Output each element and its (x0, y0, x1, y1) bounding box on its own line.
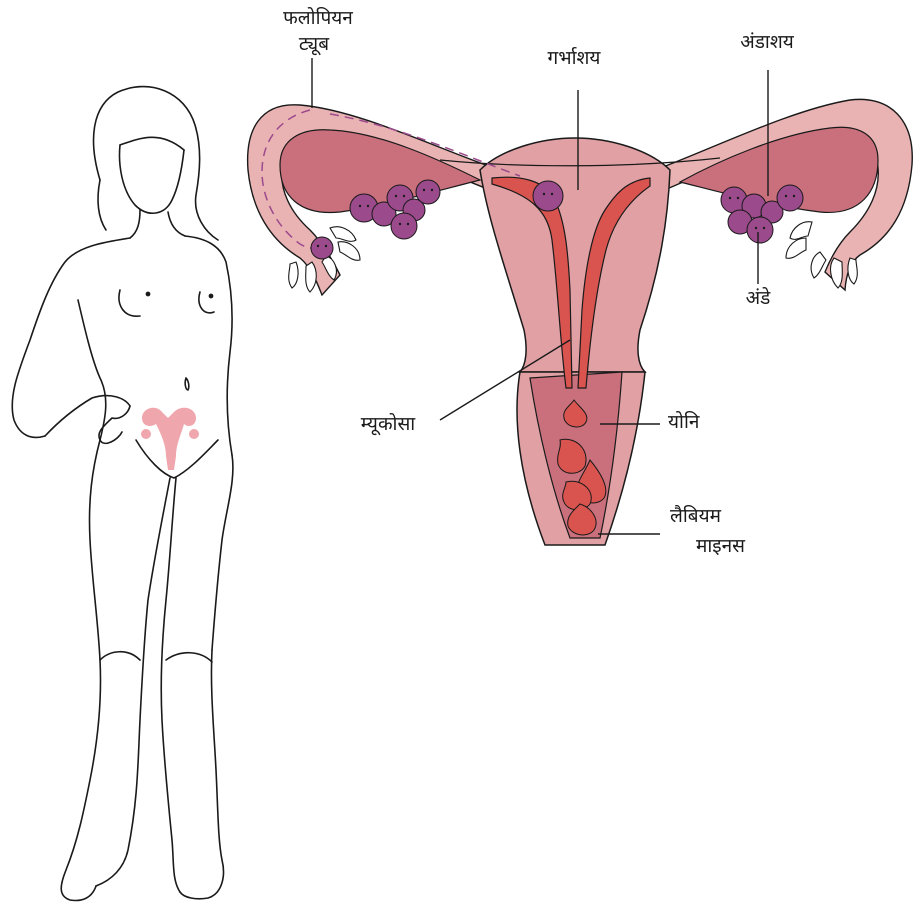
left-ovary-cavity (280, 130, 480, 213)
egg (777, 185, 803, 211)
neck-right (168, 212, 185, 236)
label-labia-minus-line1: लैबियम (670, 504, 722, 527)
label-mucosa: म्यूकोसा (361, 412, 417, 436)
egg-in-tube (533, 181, 563, 211)
label-vagina: योनि (668, 410, 700, 433)
hair-left-strand (98, 180, 106, 230)
label-labia-minus-line2: माइनस (696, 535, 746, 557)
left-arm-inner (45, 396, 130, 436)
egg (416, 180, 440, 204)
label-fallopian-tube-line2: ट्यूब (299, 33, 330, 56)
face-outline (120, 145, 184, 213)
label-uterus: गर्भाशय (548, 46, 602, 69)
hip-right (212, 455, 233, 650)
hair-outline (94, 87, 218, 240)
torso-left (78, 300, 106, 440)
chest-left (119, 290, 140, 316)
leg-right-inner (161, 478, 180, 892)
leg-left-outer (61, 440, 100, 900)
navel (185, 378, 189, 390)
label-eggs: अंडे (746, 286, 772, 309)
uterus-diagram (248, 58, 913, 545)
egg (391, 213, 417, 239)
uterus-body (480, 138, 670, 372)
neck-left (130, 210, 140, 238)
nipple-left (146, 292, 149, 295)
hair-fringe (120, 137, 184, 150)
shoulder-left (12, 238, 130, 437)
female-body-figure (12, 87, 233, 901)
label-ovary: अंडाशय (740, 31, 795, 53)
egg (311, 237, 333, 259)
label-fallopian-tube-line1: फलोपियन (283, 6, 353, 29)
leg-left-inner (96, 478, 170, 886)
nipple-right (209, 294, 212, 297)
leg-right-outer (180, 650, 223, 899)
knee-left (100, 652, 140, 660)
knee-right (166, 653, 212, 662)
egg (747, 217, 773, 243)
